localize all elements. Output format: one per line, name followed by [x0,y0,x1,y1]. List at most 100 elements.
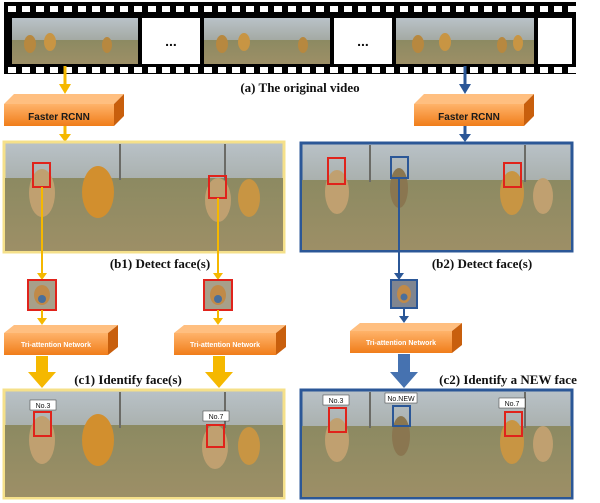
sprocket-hole [400,67,408,73]
arrow-network-left-1-to-c1 [28,356,56,388]
sprocket-hole [148,67,156,73]
sprocket-hole [78,67,86,73]
network-left-2-label: Tri-attention Network [190,342,260,349]
sprocket-hole [442,67,450,73]
sprocket-hole [484,67,492,73]
face-box-b2-left [327,157,346,185]
arrow-filmstrip-to-right-detector [459,66,471,94]
detector-right-label: Faster RCNN [438,112,500,123]
sprocket-hole [470,67,478,73]
network-left-2-box: Tri-attention Network [174,325,286,355]
face-box-c1-right [206,424,225,448]
sprocket-hole [540,67,548,73]
sprocket-hole [484,6,492,12]
sprocket-hole [8,6,16,12]
arrow-right-detector-to-b2 [459,126,471,142]
face-crop-left-1 [27,279,57,311]
sprocket-holes-top [8,6,576,12]
sprocket-hole [246,67,254,73]
video-frame-3 [396,18,534,64]
sprocket-hole [386,6,394,12]
face-crop-right-new [390,279,418,309]
detector-left-box: Faster RCNN [4,94,124,126]
sprocket-hole [456,6,464,12]
ellipsis-2: ... [357,33,369,49]
id-tag-c2-left: No.3 [329,398,344,405]
caption-detect-b1: (b1) Detect face(s) [110,256,210,271]
sprocket-hole [330,6,338,12]
sprocket-hole [232,67,240,73]
sprocket-hole [414,6,422,12]
detector-left-label: Faster RCNN [28,112,90,123]
sprocket-hole [92,67,100,73]
id-tag-c2-right: No.7 [505,401,520,408]
sprocket-hole [554,6,562,12]
arrow-network-right-to-c2 [390,354,418,388]
sprocket-hole [176,67,184,73]
sprocket-hole [274,67,282,73]
sprocket-hole [22,67,30,73]
ellipsis-frame-1 [142,18,200,64]
sprocket-hole [372,6,380,12]
sprocket-hole [36,6,44,12]
image-b1-detect [2,140,286,270]
sprocket-hole [92,6,100,12]
sprocket-hole [246,6,254,12]
sprocket-hole [204,67,212,73]
sprocket-hole [288,67,296,73]
network-right-label: Tri-attention Network [366,340,436,347]
sprocket-hole [64,6,72,12]
sprocket-hole [148,6,156,12]
sprocket-hole [344,6,352,12]
sprocket-hole [456,67,464,73]
arrow-filmstrip-to-left-detector [59,66,71,94]
sprocket-hole [568,67,576,73]
sprocket-hole [554,67,562,73]
id-tag-c1-right: No.7 [209,414,224,421]
sprocket-hole [190,67,198,73]
arrow-crop1-to-network [37,310,47,325]
sprocket-hole [344,67,352,73]
sprocket-hole [358,67,366,73]
sprocket-hole [120,67,128,73]
arrow-left-detector-to-b1 [59,126,71,142]
sprocket-hole [218,67,226,73]
sprocket-hole [414,67,422,73]
sprocket-hole [162,67,170,73]
video-frame-1 [12,18,138,64]
sprocket-hole [386,67,394,73]
face-box-c1-left [33,411,52,437]
sprocket-hole [50,67,58,73]
sprocket-hole [120,6,128,12]
filmstrip: ... ... [4,2,576,74]
sprocket-hole [204,6,212,12]
image-c2-identify: No.3 No.NEW No.7 [299,388,574,500]
sprocket-hole [540,6,548,12]
sprocket-hole [36,67,44,73]
blank-frame [538,18,572,64]
sprocket-hole [64,67,72,73]
sprocket-hole [316,6,324,12]
sprocket-hole [134,6,142,12]
sprocket-hole [288,6,296,12]
face-box-c2-right [504,411,523,437]
sprocket-hole [302,6,310,12]
caption-detect-b2: (b2) Detect face(s) [432,256,532,271]
sprocket-hole [232,6,240,12]
sprocket-hole [526,67,534,73]
sprocket-hole [302,67,310,73]
sprocket-hole [358,6,366,12]
sprocket-hole [498,67,506,73]
network-right-box: Tri-attention Network [350,323,462,353]
sprocket-hole [106,6,114,12]
sprocket-holes-bottom [8,67,576,73]
network-left-1-box: Tri-attention Network [4,325,118,355]
detector-right-box: Faster RCNN [414,94,534,126]
arrow-b1-right-to-crop [213,270,223,280]
ellipsis-frame-2 [334,18,392,64]
image-c1-identify: No.3 No.7 [2,388,286,500]
sprocket-hole [218,6,226,12]
id-tag-c1-left: No.3 [36,403,51,410]
